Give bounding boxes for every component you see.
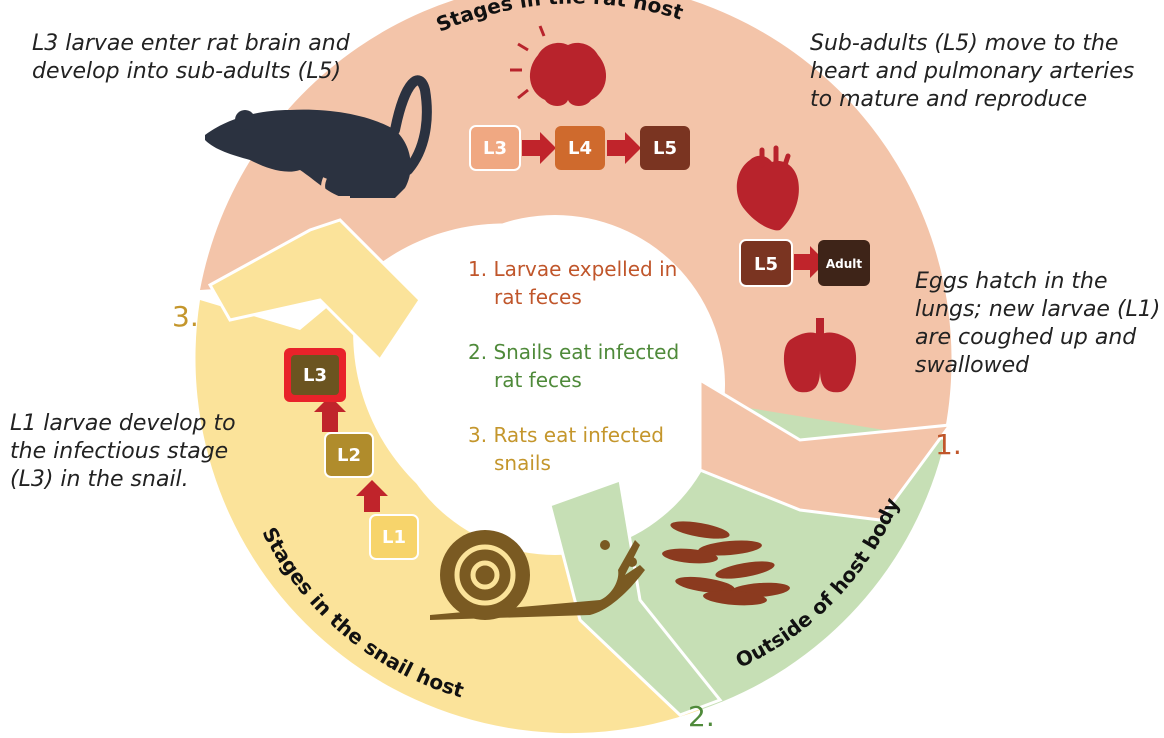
lungs-desc-line-3: are coughed up and	[915, 324, 1160, 352]
snail-stage-l2-label: L2	[337, 445, 361, 466]
rat-brain-desc-line-1: L3 larvae enter rat brain and	[32, 30, 350, 58]
adult-label: Adult	[826, 257, 863, 271]
heart-description: Sub-adults (L5) move to the heart and pu…	[810, 30, 1134, 114]
center-item-3-line-1: 3. Rats eat infected	[468, 421, 664, 449]
lungs-desc-line-2: lungs; new larvae (L1)	[915, 296, 1160, 324]
step-label-3: 3.	[172, 300, 199, 333]
snail-desc-line-1: L1 larvae develop to	[10, 410, 236, 438]
center-item-1-line-1: 1. Larvae expelled in	[468, 255, 677, 283]
rat-stage-l5b-label: L5	[754, 254, 778, 275]
center-item-2-line-2: rat feces	[468, 366, 679, 394]
center-item-2-line-1: 2. Snails eat infected	[468, 338, 679, 366]
center-item-3-line-2: snails	[468, 449, 664, 477]
step-label-2: 2.	[688, 700, 715, 733]
center-item-3: 3. Rats eat infected snails	[468, 421, 664, 477]
snail-stage-l3-label: L3	[303, 365, 327, 386]
center-item-2: 2. Snails eat infected rat feces	[468, 338, 679, 394]
step-label-1: 1.	[935, 428, 962, 461]
center-item-1-line-2: rat feces	[468, 283, 677, 311]
lungs-desc-line-1: Eggs hatch in the	[915, 268, 1160, 296]
heart-desc-line-1: Sub-adults (L5) move to the	[810, 30, 1134, 58]
center-item-1: 1. Larvae expelled in rat feces	[468, 255, 677, 311]
snail-desc-line-3: (L3) in the snail.	[10, 466, 236, 494]
snail-stage-l1-label: L1	[382, 527, 406, 548]
lungs-description: Eggs hatch in the lungs; new larvae (L1)…	[915, 268, 1160, 380]
lungs-desc-line-4: swallowed	[915, 352, 1160, 380]
heart-desc-line-2: heart and pulmonary arteries	[810, 58, 1134, 86]
rat-stage-l3-label: L3	[483, 138, 507, 159]
snail-description: L1 larvae develop to the infectious stag…	[10, 410, 236, 494]
rat-brain-desc-line-2: develop into sub-adults (L5)	[32, 58, 350, 86]
rat-stage-row: L3 L4 L5	[470, 126, 690, 170]
snail-desc-line-2: the infectious stage	[10, 438, 236, 466]
rat-brain-description: L3 larvae enter rat brain and develop in…	[32, 30, 350, 86]
rat-stage-l5-label: L5	[653, 138, 677, 159]
rat-stage-l4-label: L4	[568, 138, 592, 159]
heart-desc-line-3: to mature and reproduce	[810, 86, 1134, 114]
